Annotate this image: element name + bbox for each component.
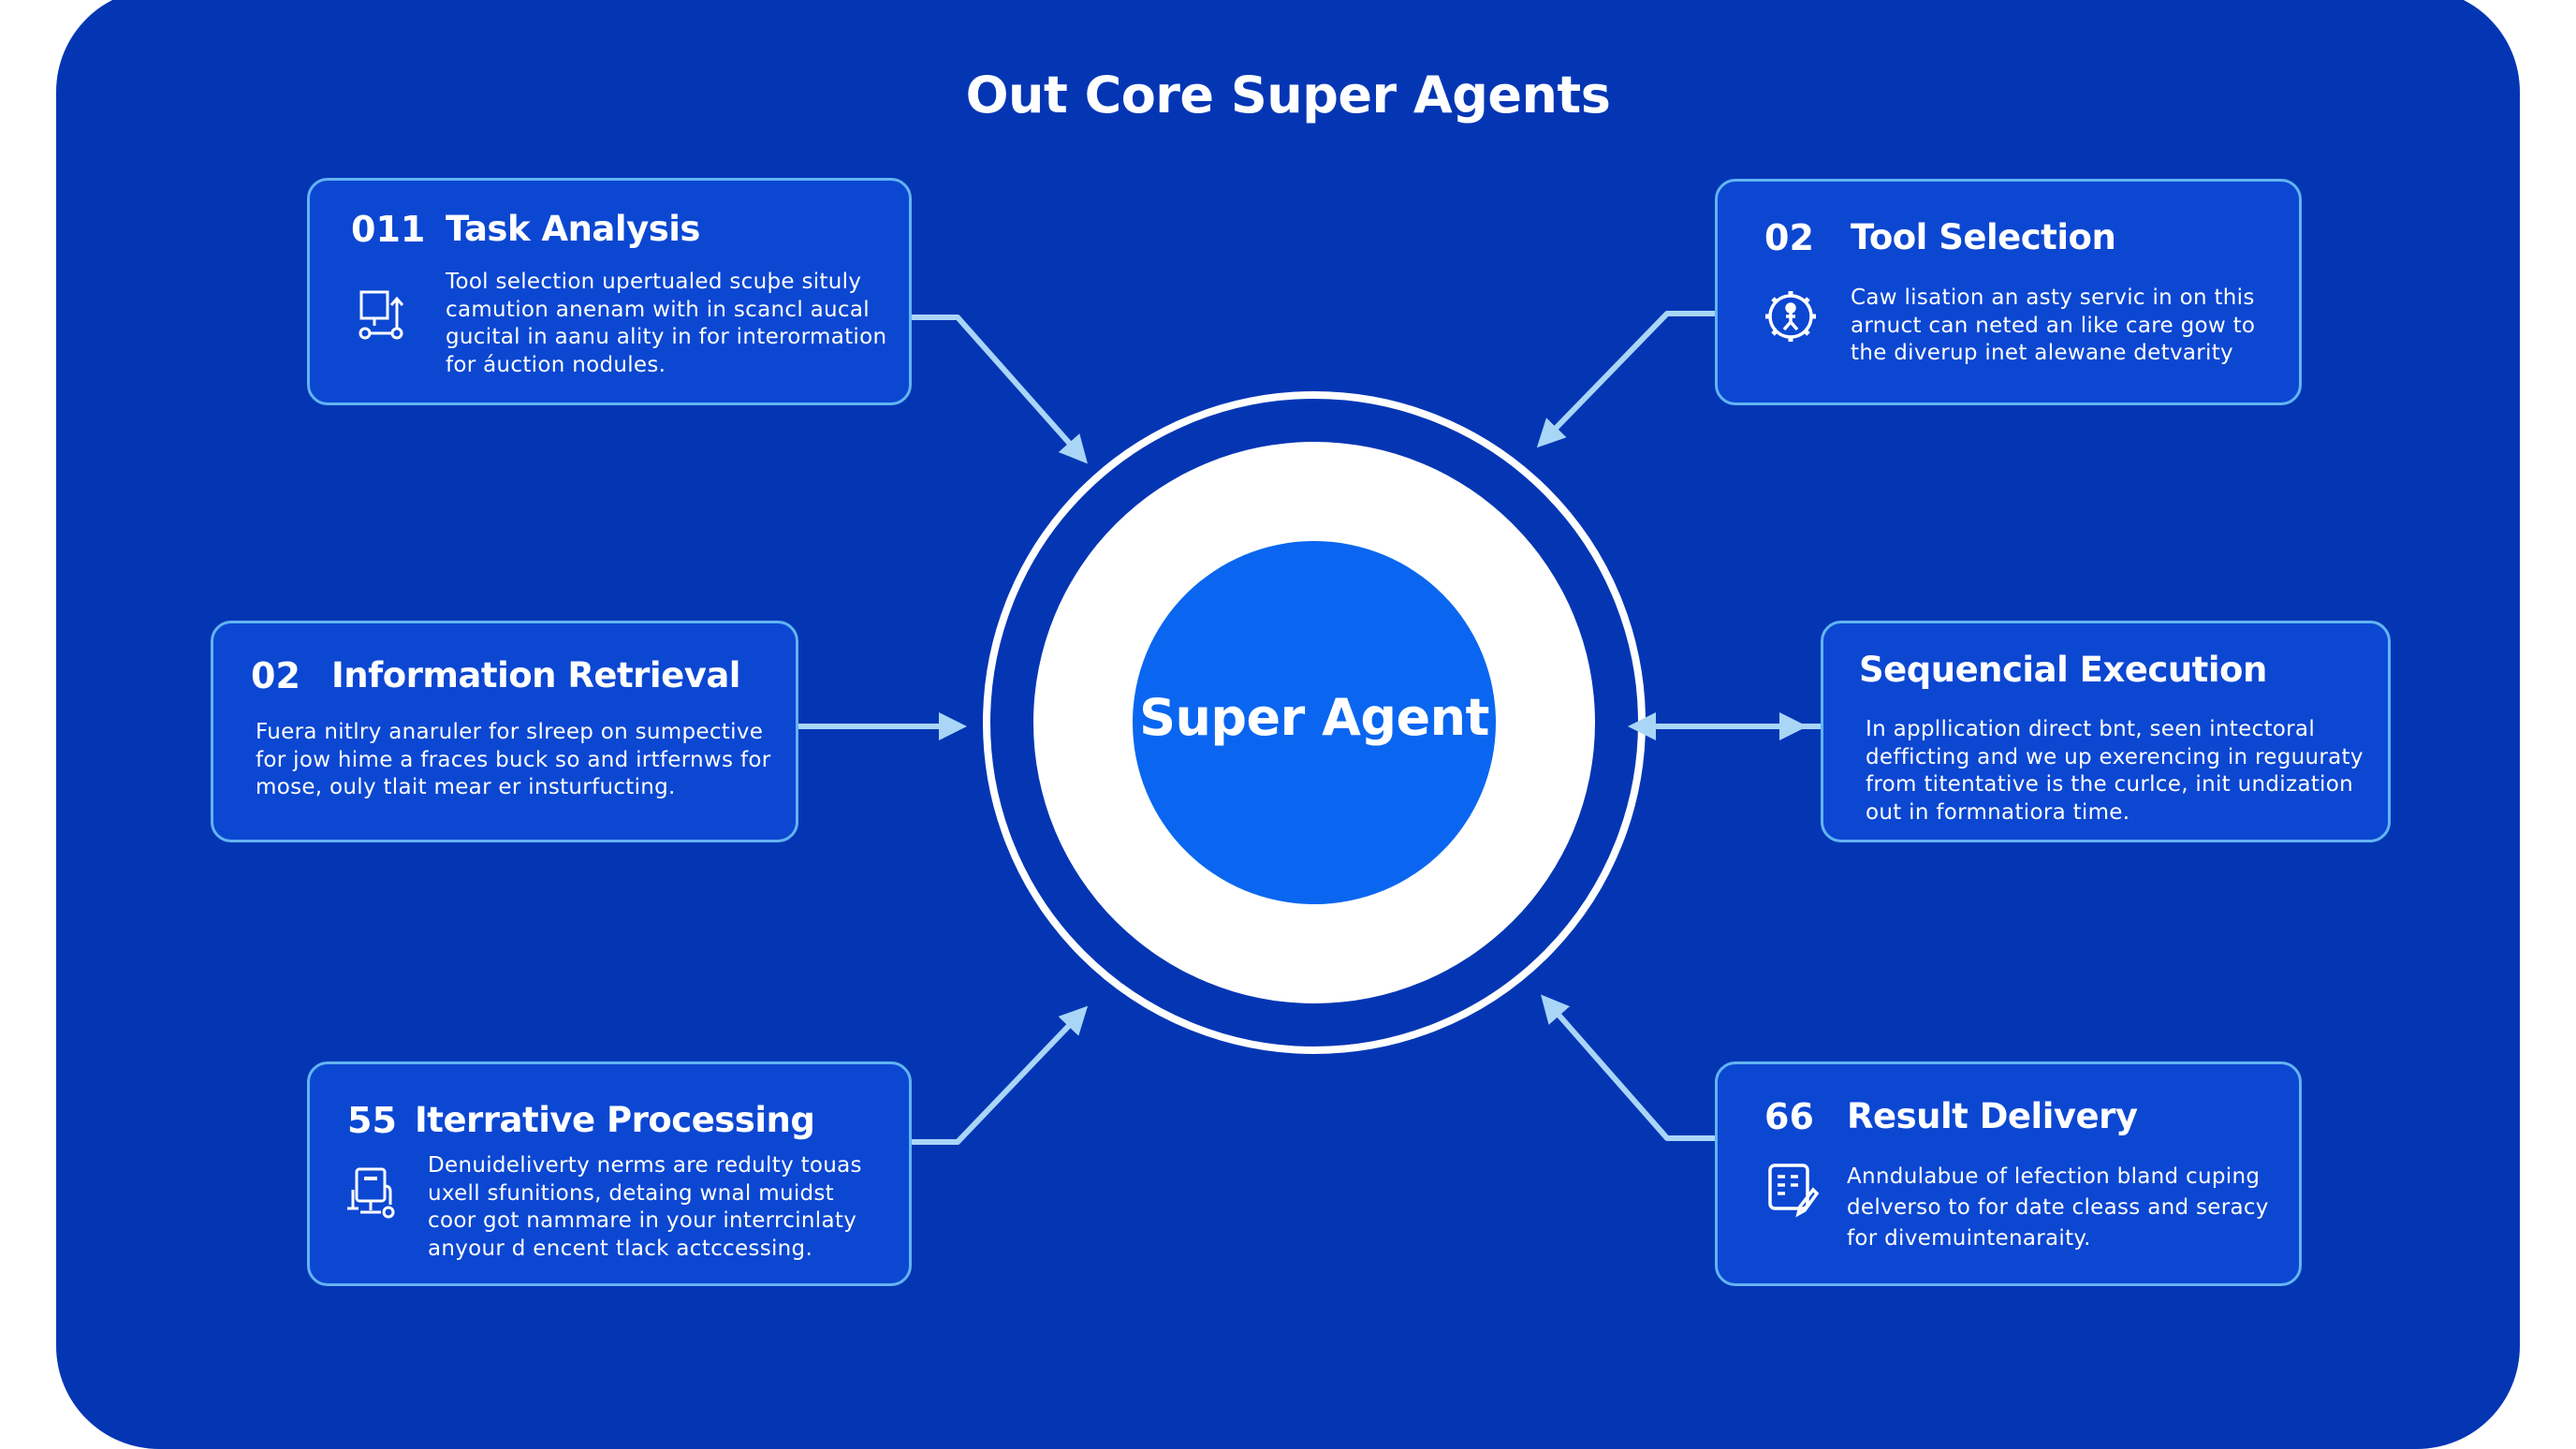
card-number: 55 [347, 1100, 397, 1141]
card-task-analysis: 011 Task Analysis Tool selection upertua… [307, 178, 912, 405]
description-line: Denuideliverty nerms are redulty touas [428, 1153, 862, 1178]
arrow-result-delivery [1541, 994, 1715, 1141]
card-description: In appllication direct bnt, seen intecto… [1866, 716, 2364, 827]
description-line: Fuera nitlry anaruler for slreep on sump… [256, 720, 764, 744]
description-line: Caw lisation an asty servic in on this [1851, 285, 2255, 310]
description-line: the diverup inet alewane detvarity [1851, 341, 2233, 365]
description-line: delverso to for date cleass and seracy [1847, 1195, 2269, 1220]
core-circle [1133, 541, 1496, 904]
description-line: arnuct can neted an like care gow to [1851, 313, 2256, 338]
card-tool-selection: 02 Tool Selection Caw lisation an asty s… [1715, 179, 2302, 405]
card-title: Result Delivery [1847, 1096, 2138, 1136]
card-number: 66 [1764, 1096, 1814, 1137]
card-title: Task Analysis [446, 209, 700, 249]
description-line: for jow hime a fraces buck so and irtfer… [256, 747, 771, 772]
card-information-retrieval: 02 Information Retrieval Fuera nitlry an… [211, 621, 798, 842]
description-line: In appllication direct bnt, seen intecto… [1866, 717, 2316, 741]
description-line: Anndulabue of lefection bland cuping [1847, 1164, 2261, 1189]
card-description: Tool selection upertualed scuþe situly ca… [446, 269, 886, 379]
card-title: Tool Selection [1851, 217, 2116, 257]
description-line: mose, ouly tlait mear er insturfucting. [256, 775, 676, 799]
super-agent-label: Super Agent [1139, 688, 1489, 747]
description-line: gucital in aanu ality in for interormati… [446, 325, 887, 349]
description-line: from titentative is the curlce, init und… [1866, 772, 2353, 797]
arrow-tool-selection [1536, 311, 1715, 448]
gear-person-icon [1765, 291, 1816, 342]
description-line: anyour d encent tlack actccessing. [428, 1236, 813, 1261]
description-line: camution anenam with in scancl aucal [446, 297, 870, 322]
document-edit-icon [1768, 1164, 1820, 1218]
card-result-delivery: 66 Result Delivery Anndulabue of lefecti… [1715, 1061, 2302, 1286]
computer-settings-icon [347, 1167, 395, 1219]
card-sequencial-execution: Sequencial Execution In appllication dir… [1821, 621, 2391, 842]
arrow-iterative-processing [912, 1005, 1089, 1145]
card-number: 02 [251, 655, 300, 696]
description-line: Tool selection upertualed scuþe situly [446, 270, 862, 294]
card-description: Caw lisation an asty servic in on this ar… [1851, 285, 2255, 368]
page-title: Out Core Super Agents [965, 66, 1611, 124]
card-description: Fuera nitlry anaruler for slreep on sump… [256, 719, 770, 802]
description-line: uxell sfunitions, detaing wnal muidst [428, 1180, 835, 1206]
card-iterative-processing: 55 Iterrative Processing Denuideliverty … [307, 1061, 912, 1286]
card-title: Iterrative Processing [415, 1100, 815, 1140]
description-line: for divemuintenaraity. [1847, 1226, 2091, 1251]
description-line: defficting and we up exerencing in reguu… [1866, 744, 2364, 769]
card-description: Anndulabue of lefection bland cuping delv… [1847, 1162, 2269, 1254]
card-number: 011 [351, 209, 426, 250]
card-title: Information Retrieval [331, 655, 740, 695]
workflow-icon [359, 290, 404, 340]
card-title: Sequencial Execution [1859, 650, 2267, 690]
arrow-task-analysis [912, 315, 1088, 464]
description-line: out in formnatiora time. [1866, 799, 2130, 825]
description-line: coor got nammare in your interrcinlaty [428, 1208, 857, 1233]
description-line: for áuction nodules. [446, 352, 666, 377]
card-number: 02 [1764, 217, 1814, 258]
